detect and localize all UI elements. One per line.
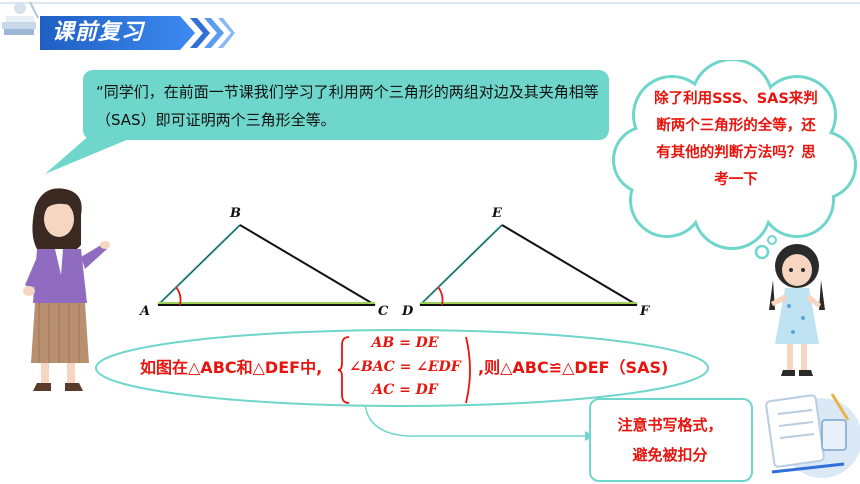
triangles-figure: A B C D E F [138, 206, 650, 319]
vertex-d-label: D [401, 304, 414, 319]
stationery-decoration [765, 393, 860, 478]
highlight-ellipse [95, 329, 709, 407]
right-paren-icon [465, 336, 471, 404]
triangle-def: D E F [401, 206, 650, 319]
vertex-f-label: F [639, 304, 650, 319]
teacher-illustration [23, 188, 110, 391]
left-brace-icon [338, 336, 350, 404]
books-icon [2, 1, 39, 35]
statement-suffix: ,则△ABC≌△DEF（SAS) [478, 358, 669, 377]
speech-bubble [83, 70, 609, 140]
top-divider [0, 2, 860, 4]
pointer-arrow [364, 404, 595, 441]
student-girl-illustration [769, 244, 825, 376]
condition-2: ∠BAC = ∠EDF [349, 359, 461, 375]
vertex-b-label: B [229, 206, 241, 221]
speech-text: “同学们，在前面一节课我们学习了利用两个三角形的两组对边及其夹角相等（SAS）即… [96, 83, 599, 129]
condition-1: AB = DE [371, 335, 439, 351]
condition-group: AB = DE ∠BAC = ∠EDF AC = DF [338, 335, 475, 405]
condition-3: AC = DF [372, 382, 438, 398]
vertex-a-label: A [138, 304, 150, 319]
thought-text: 除了利用SSS、SAS来判断两个三角形的全等，还有其他的判断方法吗？思考一下 [654, 91, 818, 188]
triangle-abc: A B C [138, 206, 389, 319]
note-text: 注意书写格式， 避免被扣分 [592, 410, 748, 470]
vertex-c-label: C [378, 304, 389, 319]
note-box [589, 398, 753, 482]
header-banner [40, 16, 235, 50]
page-title: 课前复习 [52, 20, 145, 45]
thought-cloud [612, 60, 857, 260]
note-line-2: 避免被扣分 [632, 446, 708, 464]
note-line-1: 注意书写格式， [617, 416, 723, 434]
vertex-e-label: E [491, 206, 503, 221]
statement-prefix: 如图在△ABC和△DEF中, [140, 358, 323, 377]
